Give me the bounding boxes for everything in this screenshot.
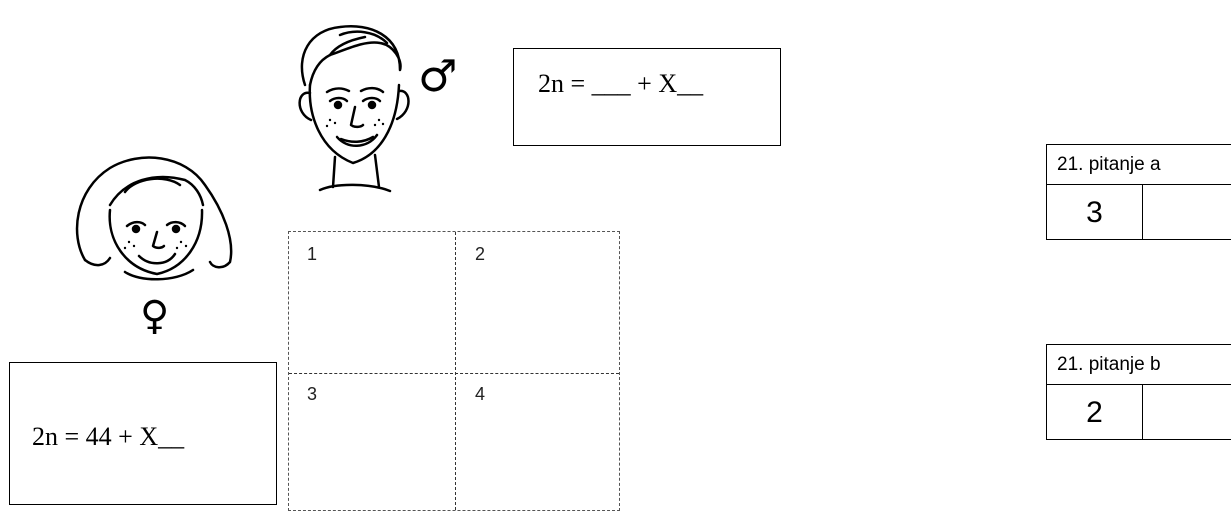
punnett-cell-2: 2	[475, 244, 486, 264]
girl-face-drawing-icon	[75, 156, 233, 281]
score-table-header: 21. pitanje b	[1047, 345, 1231, 385]
punnett-cell-1: 1	[307, 244, 318, 264]
score-points: 3	[1047, 185, 1143, 240]
score-input-field[interactable]	[1143, 185, 1231, 240]
male-formula: 2n = ___ + X__	[538, 69, 704, 98]
punnett-square: 1 2 3 4	[288, 231, 620, 511]
score-input-field[interactable]	[1143, 385, 1231, 440]
score-points: 2	[1047, 385, 1143, 440]
punnett-cell-3: 3	[307, 384, 318, 404]
male-symbol-icon: ♂	[418, 51, 458, 102]
score-table-a: 21. pitanje a 3	[1046, 144, 1231, 240]
score-table-b: 21. pitanje b 2	[1046, 344, 1231, 440]
score-table-header: 21. pitanje a	[1047, 145, 1231, 185]
female-formula-box[interactable]: 2n = 44 + X__	[9, 362, 277, 505]
male-formula-box[interactable]: 2n = ___ + X__	[513, 48, 781, 146]
female-formula: 2n = 44 + X__	[32, 422, 185, 451]
boy-face-drawing-icon	[298, 25, 410, 193]
punnett-cell-4: 4	[475, 384, 486, 404]
female-symbol-icon: ♀	[140, 293, 170, 339]
